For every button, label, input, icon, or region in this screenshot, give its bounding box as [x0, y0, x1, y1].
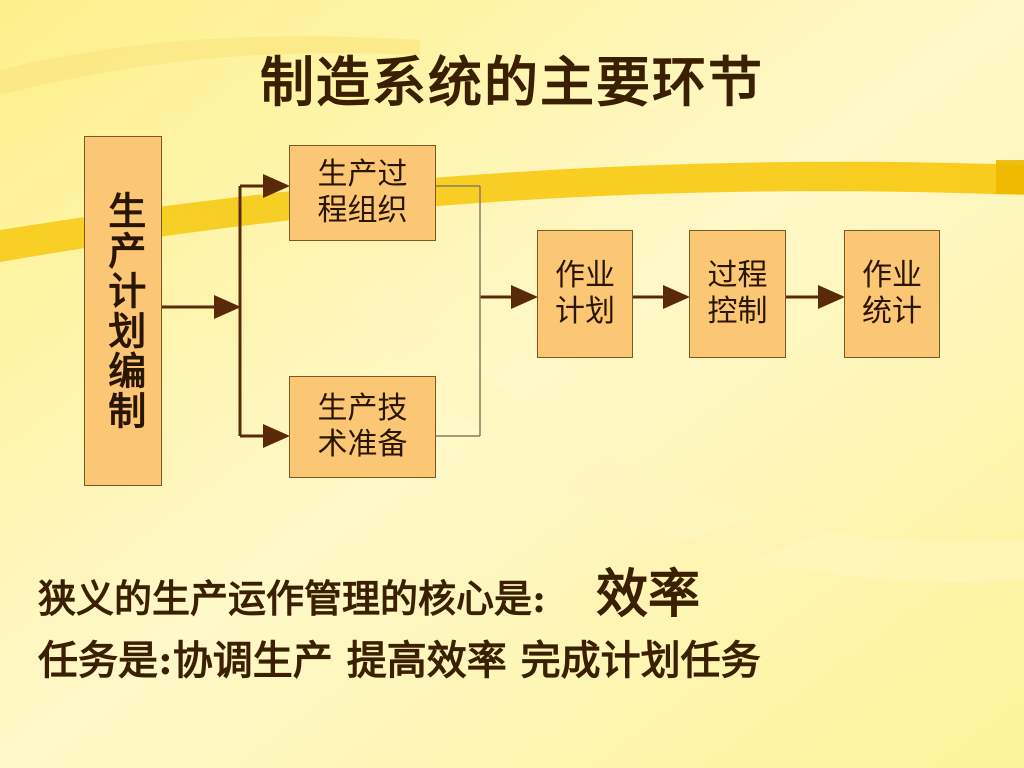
slide-title: 制造系统的主要环节: [260, 51, 764, 114]
process-org-line1: 生产过: [317, 157, 408, 192]
job-plan-line2: 计划: [555, 294, 615, 329]
production-plan-box: 生产计划编制: [84, 136, 162, 486]
core-label: 狭义的生产运作管理的核心是:: [38, 576, 547, 621]
job-statistics-box: 作业 统计: [844, 230, 940, 358]
process-organization-box: 生产过 程组织: [289, 145, 436, 241]
process-org-line2: 程组织: [317, 193, 408, 228]
process-ctrl-line1: 过程: [707, 258, 768, 293]
production-plan-label: 生产计划编制: [101, 191, 146, 431]
core-emphasis: 效率: [596, 564, 701, 625]
job-plan-box: 作业 计划: [537, 230, 633, 358]
job-stat-line2: 统计: [862, 294, 922, 329]
core-statement: 狭义的生产运作管理的核心是: 效率: [38, 552, 700, 627]
process-ctrl-line2: 控制: [707, 294, 768, 329]
job-stat-line1: 作业: [862, 258, 922, 293]
task-statement: 任务是:协调生产 提高效率 完成计划任务: [38, 637, 761, 684]
process-control-box: 过程 控制: [689, 230, 786, 358]
tech-prep-line1: 生产技: [317, 391, 408, 426]
tech-preparation-box: 生产技 术准备: [289, 376, 436, 478]
tech-prep-line2: 术准备: [317, 427, 408, 462]
job-plan-line1: 作业: [555, 258, 615, 293]
